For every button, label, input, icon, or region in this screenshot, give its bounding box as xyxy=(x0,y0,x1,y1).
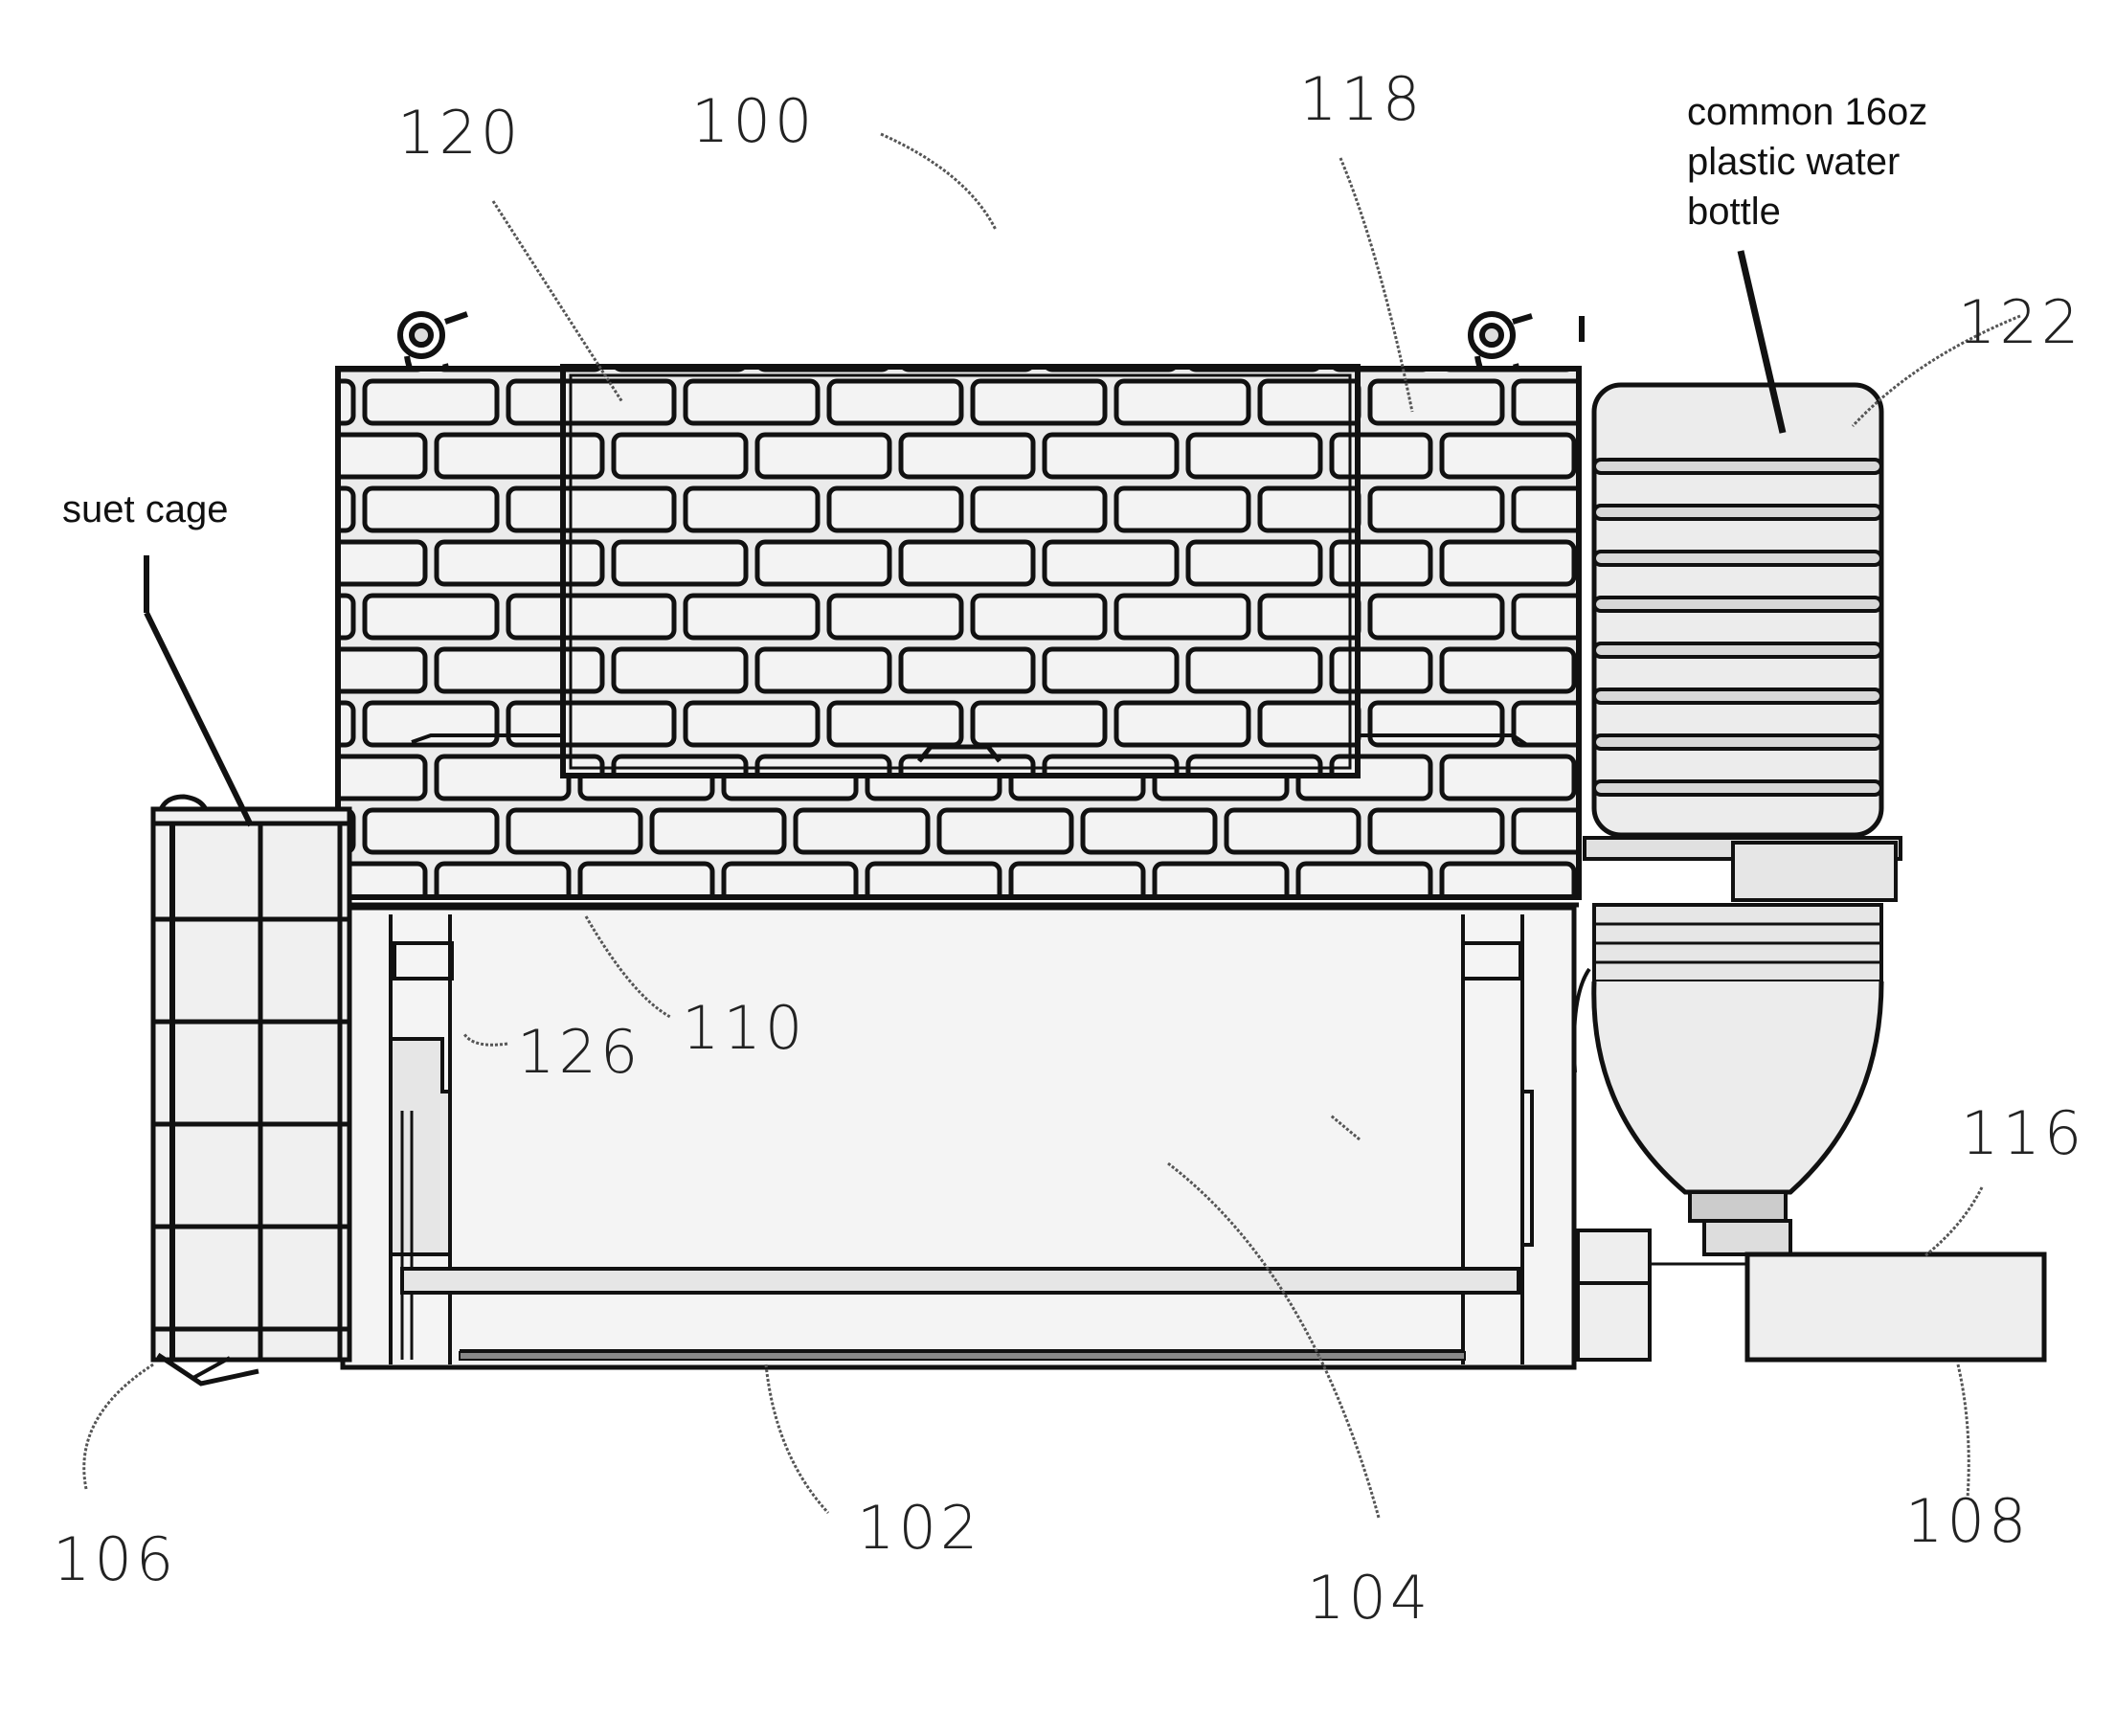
ref-126: 126 xyxy=(517,1017,641,1087)
front-brick-panel xyxy=(563,367,1358,776)
bottle-rib xyxy=(1594,552,1881,565)
bottle-rib xyxy=(1594,506,1881,519)
water-bottle-label-line1: common 16oz xyxy=(1687,91,1927,133)
bottle-rib xyxy=(1594,643,1881,657)
side-clip xyxy=(391,1039,450,1254)
bottle-rib xyxy=(1594,597,1881,611)
bottle-rib xyxy=(1594,460,1881,473)
feeding-tray xyxy=(343,908,1574,1367)
suet-cage-label: suet cage xyxy=(62,488,228,530)
bottle-rib xyxy=(1594,735,1881,749)
ref-100: 100 xyxy=(691,86,816,156)
ref-104: 104 xyxy=(1307,1563,1431,1633)
water-bottle-label-line2: plastic water xyxy=(1687,141,1900,183)
ref-108: 108 xyxy=(1905,1486,2030,1556)
ref-110: 110 xyxy=(682,993,806,1063)
water-dish xyxy=(1578,1221,2044,1360)
suet-cage xyxy=(153,797,349,1384)
suet-cage-pointer-2 xyxy=(146,613,251,825)
ref-116: 116 xyxy=(1961,1098,2085,1168)
bottle-rib xyxy=(1594,781,1881,795)
ref-118: 118 xyxy=(1299,64,1424,134)
bottle-rib xyxy=(1594,689,1881,703)
ref-120: 120 xyxy=(397,98,522,168)
water-bottle-label-line3: bottle xyxy=(1687,191,1781,233)
water-bottle xyxy=(1574,385,1901,1221)
ref-122: 122 xyxy=(1958,287,2082,357)
ref-102: 102 xyxy=(857,1493,981,1563)
ref-106: 106 xyxy=(53,1524,177,1594)
